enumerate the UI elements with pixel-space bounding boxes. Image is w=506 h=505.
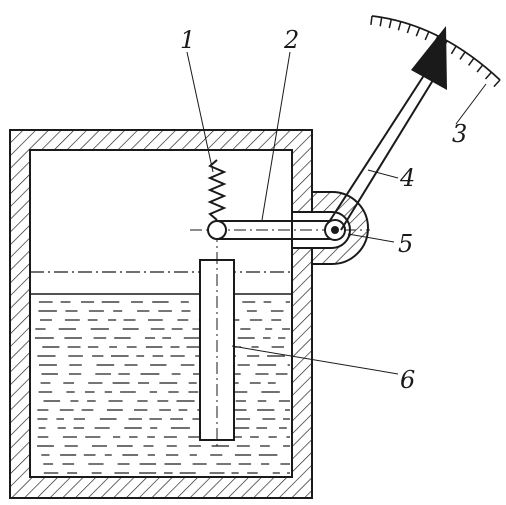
liquid xyxy=(30,293,292,474)
label-3: 3 xyxy=(452,120,467,148)
scale-tick xyxy=(484,71,492,80)
scale-tick xyxy=(370,15,373,25)
leader-line-6 xyxy=(231,345,399,375)
label-5: 5 xyxy=(398,230,413,258)
scale-tick xyxy=(467,57,475,66)
leader-line-1 xyxy=(186,51,214,173)
scale-tick xyxy=(379,17,383,27)
leader-line-2 xyxy=(261,51,291,221)
leader-line-5 xyxy=(347,233,395,243)
scale-tick xyxy=(424,31,430,41)
leader-line-3 xyxy=(455,83,487,125)
scale-tick xyxy=(397,21,402,31)
spring xyxy=(207,159,227,221)
scale-tick xyxy=(388,19,393,29)
scale xyxy=(370,15,501,88)
float-pivot-joint xyxy=(207,220,227,240)
scale-tick xyxy=(493,79,501,88)
label-2: 2 xyxy=(283,26,299,54)
scale-tick xyxy=(406,24,411,34)
pointer-arrowhead xyxy=(411,26,447,90)
pivot-shaft xyxy=(331,226,339,234)
scale-tick xyxy=(442,40,448,50)
pointer-needle xyxy=(328,26,447,231)
tank-wall xyxy=(9,129,313,499)
scale-tick xyxy=(433,35,439,45)
scale-tick xyxy=(415,27,421,37)
scale-tick xyxy=(450,45,457,55)
label-1: 1 xyxy=(180,26,195,54)
label-6: 6 xyxy=(400,366,415,394)
scale-tick xyxy=(476,64,484,73)
label-4: 4 xyxy=(399,164,415,192)
scale-tick xyxy=(459,51,466,60)
leader-line-4 xyxy=(367,169,399,179)
